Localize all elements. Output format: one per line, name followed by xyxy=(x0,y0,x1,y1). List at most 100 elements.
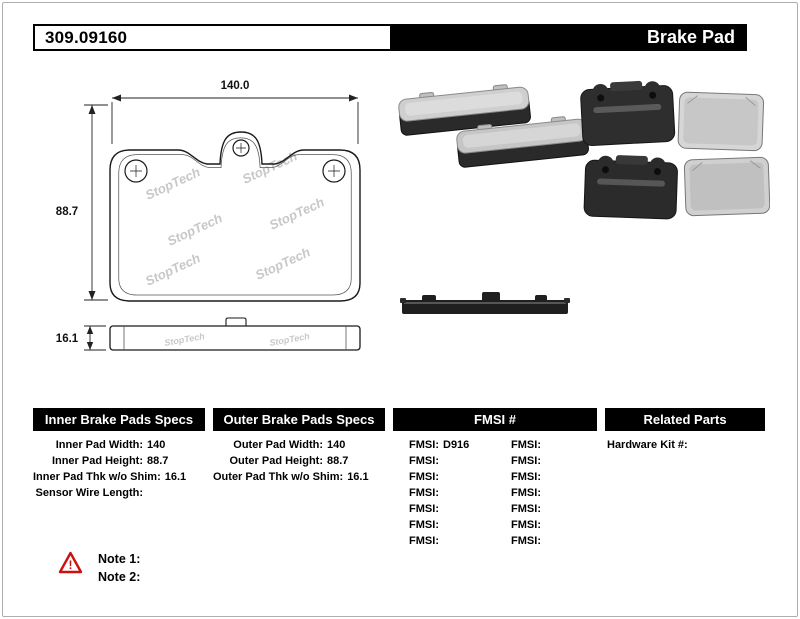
fmsi-label: FMSI: xyxy=(511,503,541,515)
table-row: Sensor Wire Length: xyxy=(33,485,205,501)
fmsi-label: FMSI: xyxy=(409,503,439,515)
spec-value: 16.1 xyxy=(347,471,369,483)
width-dimension xyxy=(111,94,359,144)
svg-text:StopTech: StopTech xyxy=(269,331,311,348)
width-dimension-label: 140.0 xyxy=(221,80,250,92)
fmsi-header: FMSI # xyxy=(393,408,597,431)
specs-table: Inner Brake Pads Specs Inner Pad Width: … xyxy=(33,408,765,549)
spec-label: Outer Pad Thk w/o Shim: xyxy=(213,471,344,483)
fmsi-value xyxy=(541,533,545,549)
related-part-label: Hardware Kit #: xyxy=(607,439,688,451)
note-lines: Note 1: Note 2: xyxy=(98,551,140,584)
spec-label: Inner Pad Height: xyxy=(51,455,143,467)
fmsi-label: FMSI: xyxy=(511,535,541,547)
table-row: FMSI: FMSI: xyxy=(393,485,597,501)
spec-value: 140 xyxy=(327,439,346,451)
fmsi-label: FMSI: xyxy=(511,439,541,451)
note-2: Note 2: xyxy=(98,570,141,584)
table-row: FMSI: D916 FMSI: xyxy=(393,437,597,453)
outer-specs-header: Outer Brake Pads Specs xyxy=(213,408,385,431)
pads-angled-photo xyxy=(398,84,589,168)
related-parts-header: Related Parts xyxy=(605,408,765,431)
spec-label: Outer Pad Height: xyxy=(229,455,323,467)
product-type-label: Brake Pad xyxy=(646,27,735,47)
part-number-box: 309.09160 xyxy=(35,26,390,49)
technical-figure: StopTech StopTech StopTech StopTech Stop… xyxy=(56,80,770,351)
fmsi-value xyxy=(439,453,443,469)
table-row: Outer Pad Thk w/o Shim: 16.1 xyxy=(213,469,385,485)
pad-front-view-drawing xyxy=(109,131,361,302)
height-dimension-label: 88.7 xyxy=(56,206,78,218)
fmsi-value xyxy=(439,501,443,517)
table-row: FMSI: FMSI: xyxy=(393,469,597,485)
inner-specs-header: Inner Brake Pads Specs xyxy=(33,408,205,431)
fmsi-value xyxy=(541,517,545,533)
fmsi-value xyxy=(439,517,443,533)
fmsi-label: FMSI: xyxy=(409,519,439,531)
mounting-holes xyxy=(124,139,346,183)
fmsi-value xyxy=(439,485,443,501)
spec-label: Outer Pad Width: xyxy=(233,439,323,451)
fmsi-value xyxy=(541,437,545,453)
spec-value: 16.1 xyxy=(164,471,187,483)
warning-icon: ! xyxy=(58,551,83,574)
watermark-group-front: StopTech StopTech StopTech StopTech Stop… xyxy=(143,148,327,288)
fmsi-column: FMSI # FMSI: D916 FMSI: FMSI: FMSI: FMSI:… xyxy=(393,408,597,549)
svg-text:StopTech: StopTech xyxy=(164,331,206,348)
fmsi-value xyxy=(439,469,443,485)
fmsi-value: D916 xyxy=(443,439,470,451)
spec-value: 140 xyxy=(147,439,166,451)
watermark-group-side: StopTech StopTech xyxy=(164,331,311,348)
related-parts-column: Related Parts Hardware Kit #: xyxy=(605,408,765,549)
pads-front-back-photo xyxy=(580,80,770,220)
table-row: FMSI: FMSI: xyxy=(393,517,597,533)
table-row: Hardware Kit #: xyxy=(605,437,765,453)
fmsi-label: FMSI: xyxy=(409,455,439,467)
notes-section: ! Note 1: Note 2: xyxy=(58,551,140,584)
table-row: FMSI: FMSI: xyxy=(393,453,597,469)
fmsi-label: FMSI: xyxy=(511,471,541,483)
related-part-value xyxy=(688,439,692,451)
part-number: 309.09160 xyxy=(45,27,128,47)
height-dimension xyxy=(84,104,108,301)
thickness-dimension xyxy=(84,325,106,351)
inner-specs-column: Inner Brake Pads Specs Inner Pad Width: … xyxy=(33,408,205,549)
fmsi-value xyxy=(541,453,545,469)
svg-text:!: ! xyxy=(69,558,73,572)
thickness-dimension-label: 16.1 xyxy=(56,333,79,345)
spec-label: Inner Pad Thk w/o Shim: xyxy=(33,471,161,483)
pad-side-view-drawing xyxy=(109,317,361,351)
fmsi-label: FMSI: xyxy=(511,455,541,467)
fmsi-value xyxy=(439,533,443,549)
fmsi-label: FMSI: xyxy=(409,535,439,547)
spec-value xyxy=(143,485,205,501)
svg-text:StopTech: StopTech xyxy=(143,250,203,288)
spec-value: 88.7 xyxy=(327,455,349,467)
fmsi-label: FMSI: xyxy=(409,439,439,451)
note-1: Note 1: xyxy=(98,552,141,566)
table-row: Inner Pad Thk w/o Shim: 16.1 xyxy=(33,469,205,485)
table-row: Inner Pad Width: 140 xyxy=(33,437,205,453)
spec-value: 88.7 xyxy=(147,455,169,467)
fmsi-label: FMSI: xyxy=(409,471,439,483)
fmsi-value xyxy=(541,469,545,485)
product-type-box: Brake Pad xyxy=(390,26,745,49)
outer-specs-column: Outer Brake Pads Specs Outer Pad Width: … xyxy=(213,408,385,549)
table-row: FMSI: FMSI: xyxy=(393,501,597,517)
svg-text:StopTech: StopTech xyxy=(253,244,313,282)
fmsi-value xyxy=(541,485,545,501)
svg-text:StopTech: StopTech xyxy=(143,164,203,202)
svg-text:StopTech: StopTech xyxy=(267,194,327,232)
spec-label: Inner Pad Width: xyxy=(55,439,143,451)
spec-label: Sensor Wire Length: xyxy=(35,487,143,499)
table-row: Inner Pad Height: 88.7 xyxy=(33,453,205,469)
table-row: FMSI: FMSI: xyxy=(393,533,597,549)
fmsi-value xyxy=(541,501,545,517)
svg-text:StopTech: StopTech xyxy=(165,210,225,248)
title-bar: 309.09160 Brake Pad xyxy=(33,24,747,51)
fmsi-label: FMSI: xyxy=(409,487,439,499)
table-row: Outer Pad Height: 88.7 xyxy=(213,453,385,469)
table-row: Outer Pad Width: 140 xyxy=(213,437,385,453)
fmsi-label: FMSI: xyxy=(511,519,541,531)
